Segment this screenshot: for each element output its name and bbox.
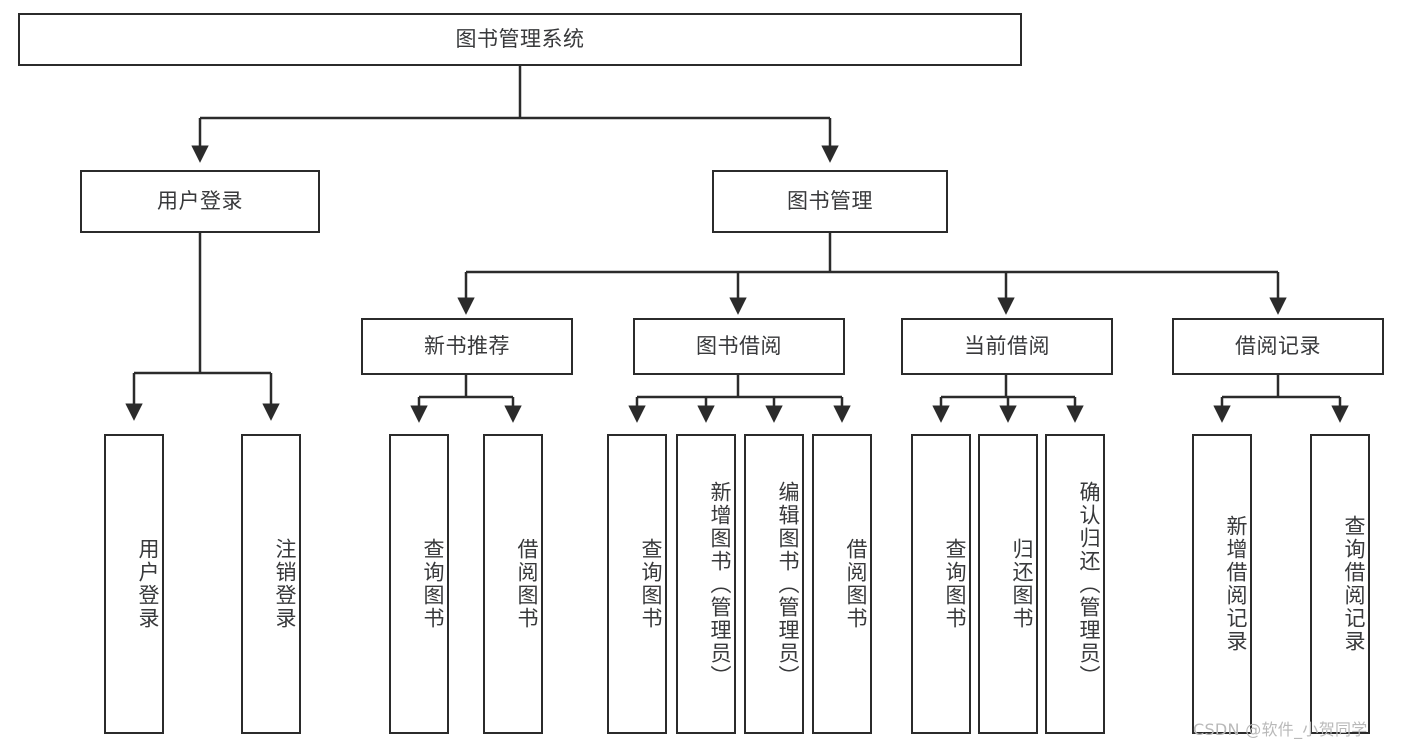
- node-label: 图书管理: [787, 188, 873, 213]
- node-label: 查询图书: [421, 538, 445, 630]
- node-borrow-record[interactable]: 借阅记录: [1172, 318, 1384, 375]
- node-root-title[interactable]: 图书管理系统: [18, 13, 1022, 66]
- node-label: 查询图书: [639, 538, 663, 630]
- node-current-borrow[interactable]: 当前借阅: [901, 318, 1113, 375]
- node-label: 图书借阅: [696, 333, 782, 358]
- node-label: 借阅图书: [515, 538, 539, 630]
- node-label: 用户登录: [157, 188, 243, 213]
- leaf-recommend-borrow-book[interactable]: 借阅图书: [483, 434, 543, 734]
- leaf-bookborrow-borrow-book[interactable]: 借阅图书: [812, 434, 872, 734]
- leaf-logout[interactable]: 注销登录: [241, 434, 301, 734]
- leaf-bookborrow-query-book[interactable]: 查询图书: [607, 434, 667, 734]
- node-user-login[interactable]: 用户登录: [80, 170, 320, 233]
- csdn-watermark: CSDN @软件_小贺同学: [1193, 720, 1368, 739]
- leaf-recommend-query-book[interactable]: 查询图书: [389, 434, 449, 734]
- node-label: 借阅记录: [1235, 333, 1321, 358]
- leaf-user-login[interactable]: 用户登录: [104, 434, 164, 734]
- node-label: 归还图书: [1010, 538, 1034, 630]
- node-label: 用户登录: [136, 538, 160, 630]
- leaf-bookborrow-edit-book[interactable]: 编辑图书（管理员）: [744, 434, 804, 734]
- node-label: 编辑图书（管理员）: [776, 480, 800, 688]
- node-label: 新增图书（管理员）: [708, 480, 732, 688]
- node-new-book-recommend[interactable]: 新书推荐: [361, 318, 573, 375]
- leaf-borrowrecord-add-record[interactable]: 新增借阅记录: [1192, 434, 1252, 734]
- leaf-bookborrow-add-book[interactable]: 新增图书（管理员）: [676, 434, 736, 734]
- node-label: 新增借阅记录: [1224, 515, 1248, 653]
- node-label: 确认归还（管理员）: [1077, 480, 1101, 688]
- leaf-currentborrow-confirm-return[interactable]: 确认归还（管理员）: [1045, 434, 1105, 734]
- leaf-currentborrow-query-book[interactable]: 查询图书: [911, 434, 971, 734]
- node-label: 查询借阅记录: [1342, 515, 1366, 653]
- node-book-borrow[interactable]: 图书借阅: [633, 318, 845, 375]
- leaf-currentborrow-return-book[interactable]: 归还图书: [978, 434, 1038, 734]
- node-label: 注销登录: [273, 538, 297, 630]
- leaf-borrowrecord-query-record[interactable]: 查询借阅记录: [1310, 434, 1370, 734]
- node-book-management[interactable]: 图书管理: [712, 170, 948, 233]
- node-label: 新书推荐: [424, 333, 510, 358]
- node-label: 借阅图书: [844, 538, 868, 630]
- node-label: 当前借阅: [964, 333, 1050, 358]
- node-label: 查询图书: [943, 538, 967, 630]
- node-label: 图书管理系统: [455, 26, 585, 51]
